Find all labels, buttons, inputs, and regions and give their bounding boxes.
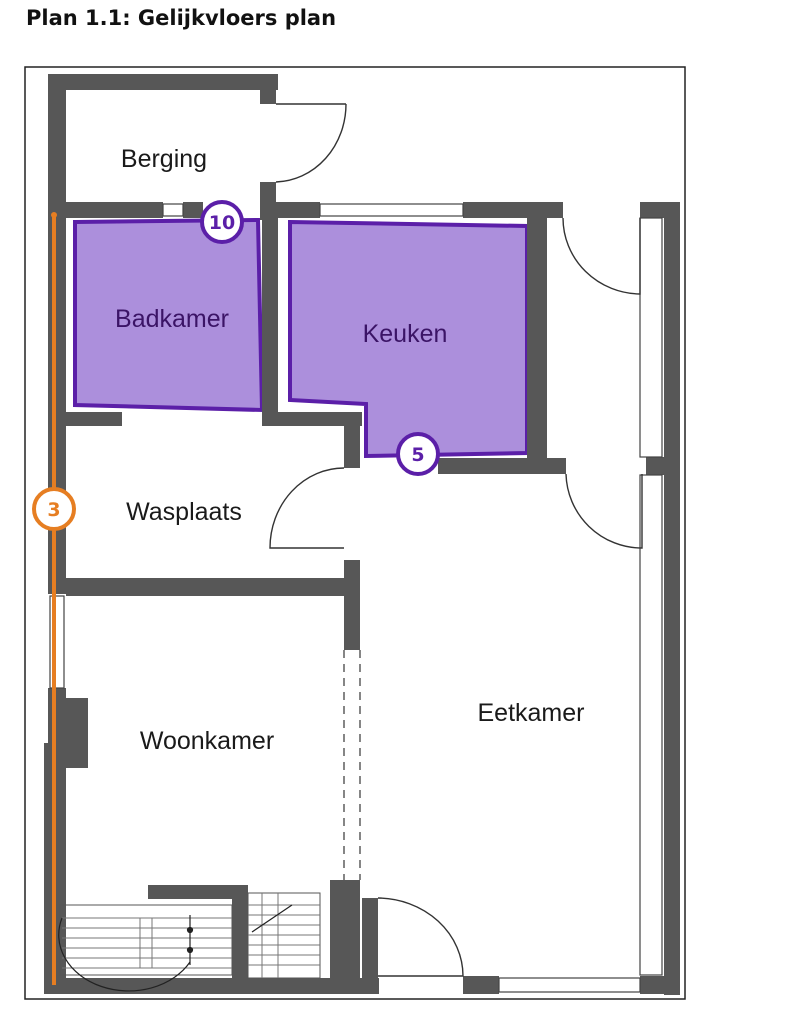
room-label-badkamer: Badkamer (115, 305, 229, 333)
marker-badkamer-label: 10 (209, 212, 235, 234)
marker-badkamer: 10 (200, 200, 244, 244)
marker-orange-label: 3 (47, 499, 60, 521)
site-boundary (24, 66, 686, 1000)
room-label-eetkamer: Eetkamer (478, 699, 585, 727)
room-label-woonkamer: Woonkamer (140, 727, 274, 755)
stairs (59, 892, 321, 979)
marker-orange: 3 (32, 487, 76, 531)
walls (44, 74, 680, 995)
plan-title: Plan 1.1: Gelijkvloers plan (26, 6, 337, 30)
stair-arrow (58, 904, 293, 992)
orange-line-end (51, 212, 57, 218)
doors (269, 103, 643, 977)
marker-keuken: 5 (396, 432, 440, 476)
marker-keuken-label: 5 (411, 444, 424, 466)
room-label-keuken: Keuken (363, 320, 448, 348)
room-label-wasplaats: Wasplaats (126, 498, 242, 526)
room-label-berging: Berging (121, 145, 207, 173)
open-passage (343, 650, 361, 880)
windows (49, 203, 663, 993)
